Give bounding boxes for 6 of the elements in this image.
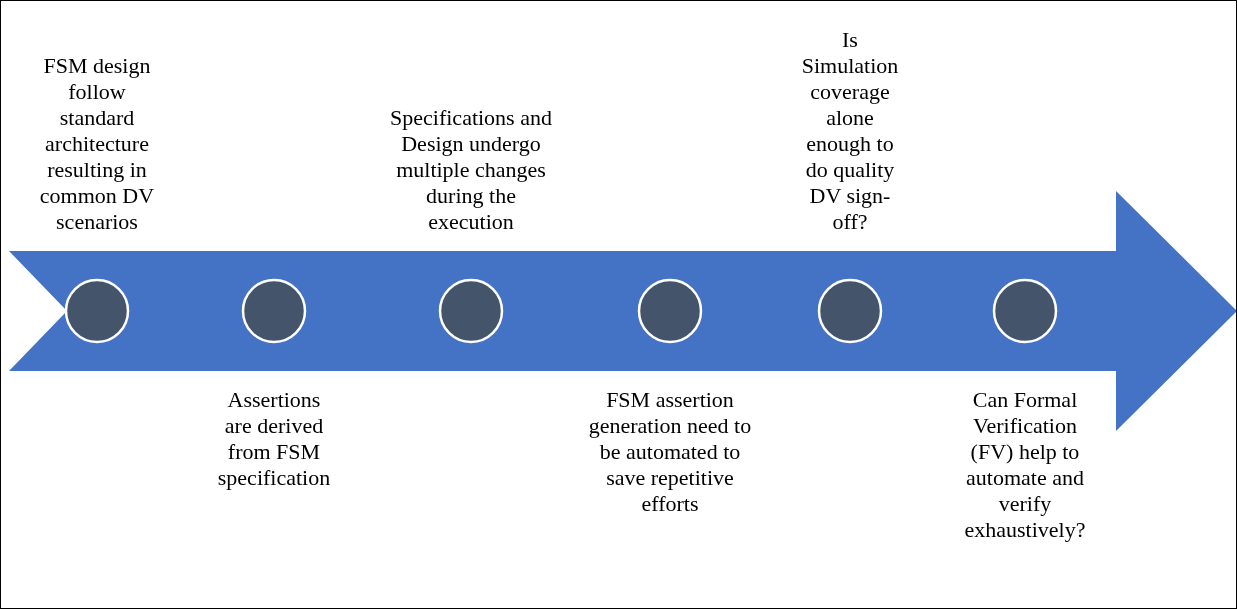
milestone-text: Assertions are derived from FSM specification (216, 387, 332, 491)
milestone-text: Can Formal Verification (FV) help to automate and verify exhaustively? (963, 387, 1087, 543)
milestone-text: Specifications and Design undergo multiple changes during the execution (389, 105, 553, 235)
milestone-text: Is Simulation coverage alone enough to do quality DV sign-off? (800, 27, 900, 235)
milestone-text: FSM design follow standard architecture resulting in common DV scenarios (38, 53, 156, 235)
milestone-text: FSM assertion generation need to be automated to save repetitive efforts (587, 387, 753, 517)
